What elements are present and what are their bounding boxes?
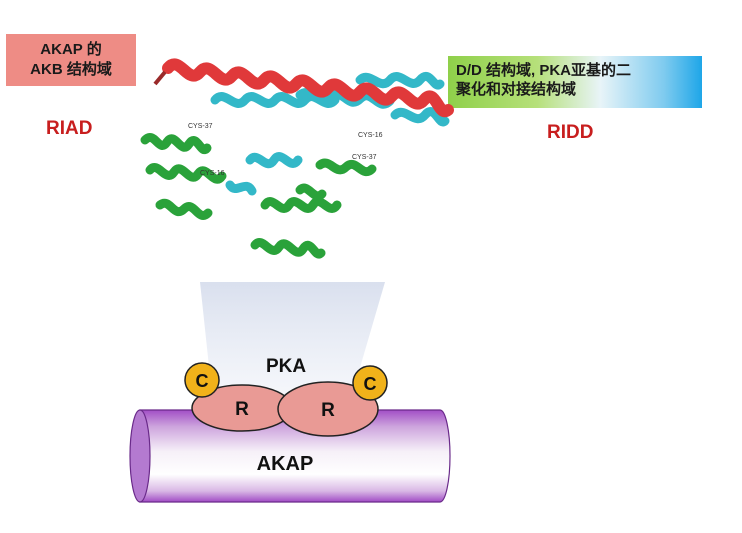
c2-label: C [364,374,377,394]
green-helix [140,133,377,259]
akap-box-line2: AKB 结构域 [30,61,112,78]
cyan-helix [210,71,450,196]
akap-label: AKAP [257,453,314,475]
riad-label: RIAD [46,118,93,139]
red-helix-tail [153,70,167,86]
ridd-label: RIDD [547,122,594,143]
catalytic-subunit-2: C [352,365,388,401]
akap-akb-domain-box: AKAP 的 AKB 结构域 [6,34,136,86]
akap-box-line1: AKAP 的 [40,41,102,58]
dd-box-line1: D/D 结构域, PKA亚基的二 [456,62,632,79]
cys-label-d: CYS-37 [352,154,377,161]
protein-structure: CYS-37 CYS-16 CYS-16 CYS-37 [140,58,454,259]
akap-cylinder: AKAP [129,409,451,503]
dd-box-line2: 聚化和对接结构域 [456,81,577,98]
projection-beam [200,282,385,395]
red-helix [162,58,454,118]
cys-label-a: CYS-37 [188,123,213,130]
dd-domain-box: D/D 结构域, PKA亚基的二 聚化和对接结构域 [448,56,702,108]
r2-label: R [321,400,335,421]
r1-label: R [235,399,249,420]
regulatory-subunit-2: R [277,381,379,437]
cys-label-c: CYS-16 [358,132,383,139]
cys-label-b: CYS-16 [200,170,225,177]
c1-label: C [196,371,209,391]
pka-label: PKA [266,356,306,377]
catalytic-subunit-1: C [184,362,220,398]
